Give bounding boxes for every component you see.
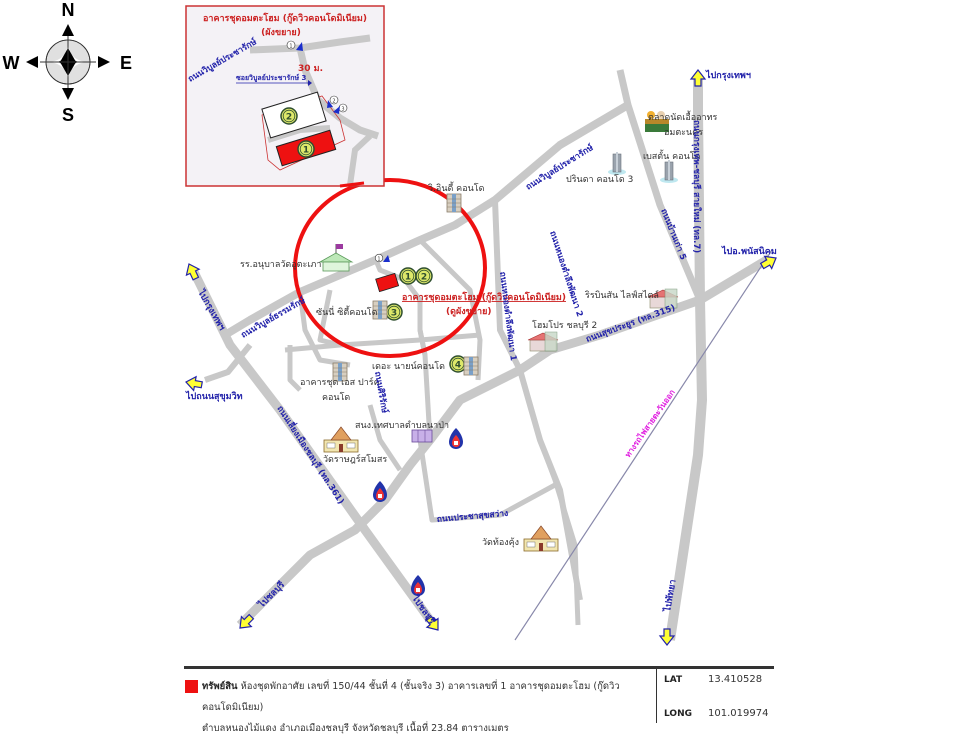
compass-arrow-north	[62, 24, 74, 36]
long-value: 101.019974	[708, 708, 769, 719]
temple-icon	[323, 426, 359, 453]
market-icon	[645, 111, 669, 132]
compass-arrow-west	[26, 56, 38, 68]
tower-icon	[659, 159, 679, 184]
place-label: เบสตั้น คอนโด	[643, 149, 701, 162]
view-marker-1: 1	[374, 253, 390, 263]
inset-view-marker-1: 1	[286, 40, 303, 51]
municipal-office-icon	[411, 429, 433, 443]
railway-line	[514, 249, 773, 641]
focus-circle	[293, 178, 487, 358]
place-label: อมตะนคร	[664, 128, 703, 138]
direction-label: ไปชลบุรี	[409, 592, 438, 626]
road-local-h	[537, 439, 581, 626]
svg-text:1: 1	[405, 273, 411, 283]
svg-text:1: 1	[289, 44, 292, 50]
inset-distance: 30 ม.	[298, 64, 323, 74]
fuel-station-icon	[373, 481, 387, 502]
house-icon	[527, 331, 559, 352]
road-label: ถนนกรุงเทพ-ชลบุรี สายใหม่ (ทล.7)	[691, 120, 702, 253]
place-label: คอนโด	[322, 392, 350, 403]
fuel-station-icon	[449, 428, 463, 449]
road-label: ถนนประชาสุขสว่าง	[436, 508, 508, 525]
direction-label: ไปถนนสุขุมวิท	[185, 390, 243, 402]
subject-subtitle: (ดูผังขยาย)	[446, 306, 492, 317]
direction-label: ไปอ.พนัสนิคม	[721, 245, 777, 257]
road-label: ถนนศิริรักษ์	[372, 371, 390, 415]
direction-label: ไปกรุงเทพฯ	[195, 287, 228, 333]
inset-connector	[339, 181, 365, 188]
svg-text:4: 4	[455, 361, 461, 371]
place-label: รร.อนุบาลวัดอู่ตะเภา	[240, 260, 321, 270]
subject-property	[375, 272, 400, 293]
asset-swatch	[185, 680, 198, 693]
road-siriraksa	[417, 329, 433, 441]
condo-icon	[463, 356, 479, 376]
road-pracha-suksawang	[417, 439, 557, 523]
asset-description: ทรัพย์สิน ห้องชุดพักอาศัย เลขที่ 150/44 …	[202, 676, 652, 739]
svg-text:3: 3	[391, 309, 397, 319]
tower-icon	[607, 151, 627, 176]
place-label: โฮมโปร ชลบุรี 2	[532, 320, 597, 331]
road-label: ถนนบ้านเก่า 5	[658, 207, 689, 262]
legend-footer: ทรัพย์สิน ห้องชุดพักอาศัย เลขที่ 150/44 …	[184, 666, 774, 734]
road-local-a	[418, 238, 483, 381]
place-label: วัดราษฎร์สโมสร	[323, 453, 387, 465]
inset-map: 2 1 1 2 3 อาคารชุดอมตะโฮม (กู๊ดวิวคอนโดม…	[185, 5, 385, 187]
direction-label: ไปกรุงเทพฯ	[705, 69, 751, 81]
railway-label: ทางรถไฟสายตะวันออก	[622, 387, 676, 459]
inset-title: อาคารชุดอมตะโฮม (กู๊ดวิวคอนโดมิเนียม)	[203, 12, 367, 24]
subject-title: อาคารชุดอมตะโฮม (กู๊ดวิวคอนโดมิเนียม)	[402, 291, 566, 303]
place-label: ริรบินสัน ไลฟ์สไตล์	[585, 289, 659, 301]
asset-label: ทรัพย์สิน	[202, 681, 238, 692]
road-west-bangkok	[188, 268, 434, 623]
inset-view-marker-3: 3	[333, 103, 348, 114]
inset-view-marker-2: 2	[327, 95, 339, 108]
svg-text:1: 1	[377, 257, 380, 263]
place-label: วิ.อินดี้ คอนโด	[428, 181, 485, 194]
place-label: สนง.เทศบาลตำบลนาป่า	[355, 420, 449, 431]
inset-soi-label: ซอยวิบูลย์ประชารักษ์ 3	[236, 73, 307, 83]
svg-text:2: 2	[332, 99, 335, 105]
asset-desc-line-2: ตำบลหนองไม้แดง อำเภอเมืองชลบุรี จังหวัดช…	[202, 723, 509, 734]
place-label: วัดท้องคุ้ง	[482, 537, 519, 548]
inset-subtitle: (ผังขยาย)	[261, 27, 301, 38]
svg-text:3: 3	[341, 107, 344, 113]
road-ban-kao-5	[616, 69, 704, 302]
compass-east: E	[120, 53, 132, 73]
road-local-e	[287, 345, 302, 392]
compass-west: W	[3, 53, 20, 73]
road-highway-7	[665, 78, 707, 641]
asset-desc-line-1: ห้องชุดพักอาศัย เลขที่ 150/44 ชั้นที่ 4 …	[202, 681, 620, 713]
lat-value: 13.410528	[708, 674, 763, 685]
compass-south: S	[62, 105, 74, 125]
road-label: ถนนหนองตำลึงพัฒนา 2	[547, 230, 585, 319]
road-local-g	[367, 404, 403, 472]
inset-building-1-number: 1	[303, 146, 309, 156]
compass-arrow-south	[62, 88, 74, 100]
inset-building-2-number: 2	[286, 113, 292, 123]
road-sukhumvit-branch	[204, 343, 253, 383]
compass-rose: N S W E	[3, 0, 133, 125]
compass-north: N	[62, 0, 75, 20]
location-map: 2 1 1 2 3 อาคารชุดอมตะโฮม (กู๊ดวิวคอนโดม…	[3, 0, 781, 646]
school-icon	[318, 244, 354, 272]
place-label: เดอะ นายน์คอนโด	[372, 360, 445, 372]
compass-arrow-east	[98, 56, 110, 68]
direction-arrow-sukhumvit	[184, 374, 204, 393]
direction-label: ไปชลบุรี	[255, 579, 287, 611]
place-label: ตลาดนัดเอื้ออาทร	[648, 110, 718, 123]
place-label: อาคารชุด เอส ปาร์ค	[300, 376, 380, 388]
place-label: ซันนี่ ซิตี้คอนโด	[316, 305, 378, 318]
lat-label: LAT	[664, 675, 683, 685]
svg-text:2: 2	[421, 273, 427, 283]
temple-icon	[523, 525, 559, 552]
long-label: LONG	[664, 709, 692, 719]
footer-separator	[656, 669, 657, 723]
condo-icon	[446, 193, 462, 213]
road-label: ถนนสุขประยูร (ทล.315)	[585, 303, 677, 345]
place-label: ปรินดา คอนโด 3	[566, 174, 633, 185]
